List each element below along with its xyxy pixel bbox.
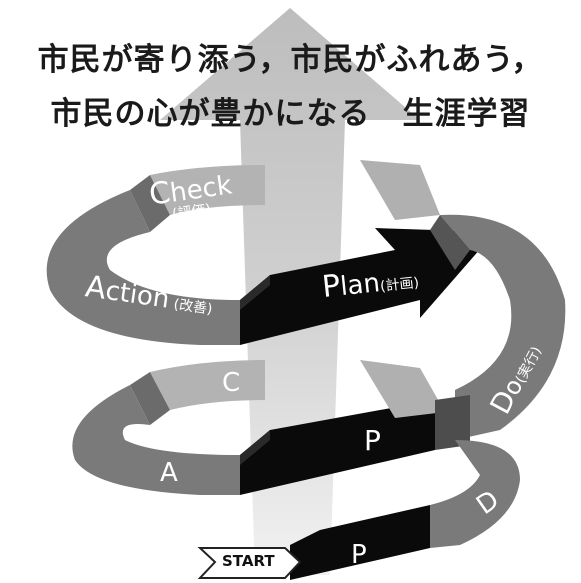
start-arrow [197,547,302,579]
title-line-1: 市民が寄り添う，市民がふれあう， [37,42,544,78]
action-label-2: A [160,458,178,488]
check-segment-top [150,165,265,215]
title-line-2: 市民の心が豊かになる 生涯学習 [50,96,531,132]
plan-label-3: P [351,540,367,570]
plan-arrow-top [240,228,495,345]
do-segment-low [430,440,520,548]
plan-label-2: P [364,424,381,457]
plan-arrow-mid [240,400,435,495]
plan-rest: lan [338,268,382,303]
plan-arrow-low [290,505,430,580]
check-segment-right [360,160,440,220]
action-segment-mid [72,385,240,495]
do-segment [440,214,566,440]
check-label-2: C [222,368,241,398]
action-segment-top [46,190,240,345]
plan-sub: (計画) [379,274,420,295]
start-label: START [222,552,275,570]
check-segment-mid [150,360,265,410]
action-sub: (改善) [172,296,214,318]
